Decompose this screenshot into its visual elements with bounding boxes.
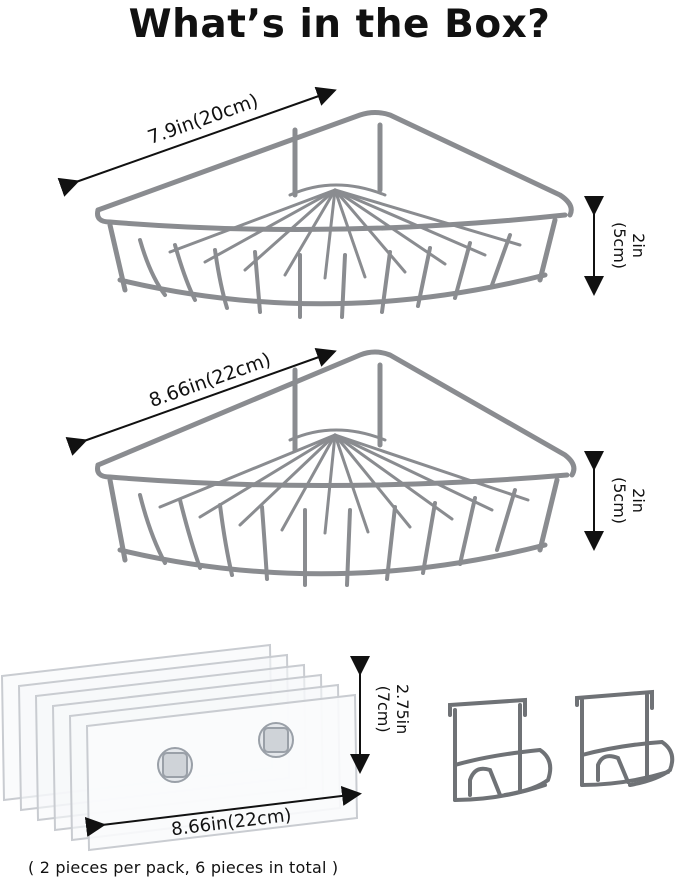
- basket-1-height-label: 2in (5cm): [610, 222, 648, 269]
- basket-1-height-in: 2in: [629, 233, 648, 258]
- adhesive-height-label: 2.75in (7cm): [374, 684, 412, 734]
- basket-2-height-in: 2in: [629, 488, 648, 513]
- basket-2-height-label: 2in (5cm): [610, 477, 648, 524]
- basket-2-height-cm: (5cm): [610, 477, 629, 525]
- basket-1-width-label: 7.9in(20cm): [145, 90, 261, 149]
- pack-caption: ( 2 pieces per pack, 6 pieces in total ): [28, 858, 339, 877]
- corner-basket-small: [95, 110, 574, 319]
- adhesive-height-in: 2.75in: [393, 684, 412, 735]
- adhesive-hooks: [157, 722, 294, 783]
- page-title: What’s in the Box?: [128, 2, 551, 47]
- basket-hangers: [448, 689, 675, 802]
- adhesive-height-cm: (7cm): [374, 685, 393, 733]
- basket-1-height-cm: (5cm): [610, 222, 629, 270]
